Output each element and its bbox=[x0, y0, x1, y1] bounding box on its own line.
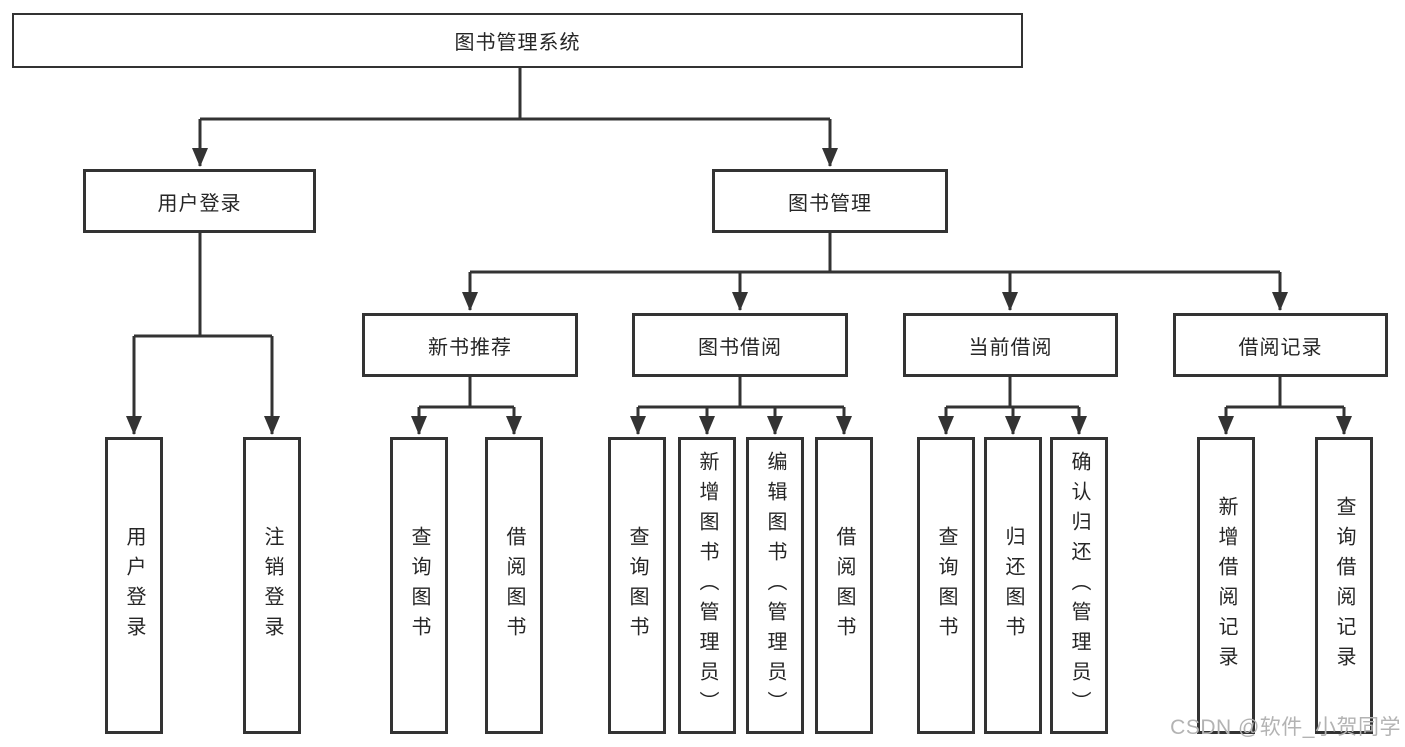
leaf-logout-label: 注销登录 bbox=[261, 525, 283, 646]
leaf-newbooks-borrow: 借阅图书 bbox=[485, 437, 543, 734]
leaf-current-confirm-return-label: 确认归还（管理员） bbox=[1068, 450, 1090, 721]
leaf-newbooks-borrow-label: 借阅图书 bbox=[503, 525, 525, 646]
leaf-logout: 注销登录 bbox=[243, 437, 301, 734]
leaf-borrow-edit-book: 编辑图书（管理员） bbox=[746, 437, 804, 734]
node-borrow-records-label: 借阅记录 bbox=[1238, 336, 1323, 359]
node-current-borrow: 当前借阅 bbox=[903, 313, 1118, 377]
leaf-user-login-label: 用户登录 bbox=[123, 525, 145, 646]
leaf-current-return: 归还图书 bbox=[984, 437, 1042, 734]
leaf-borrow-edit-book-label: 编辑图书（管理员） bbox=[764, 450, 786, 721]
csdn-watermark: CSDN @软件_小贺同学 bbox=[1170, 716, 1401, 739]
leaf-current-confirm-return: 确认归还（管理员） bbox=[1050, 437, 1108, 734]
leaf-newbooks-query-label: 查询图书 bbox=[408, 525, 430, 646]
leaf-current-query: 查询图书 bbox=[917, 437, 975, 734]
leaf-records-add-label: 新增借阅记录 bbox=[1215, 495, 1237, 676]
node-book-borrow-label: 图书借阅 bbox=[698, 336, 782, 359]
node-current-borrow-label: 当前借阅 bbox=[968, 336, 1053, 359]
leaf-records-query: 查询借阅记录 bbox=[1315, 437, 1373, 734]
node-root-label: 图书管理系统 bbox=[454, 32, 581, 54]
leaf-borrow-book-label: 借阅图书 bbox=[833, 525, 855, 646]
node-user-login: 用户登录 bbox=[83, 169, 316, 233]
leaf-borrow-book: 借阅图书 bbox=[815, 437, 873, 734]
leaf-borrow-add-book-label: 新增图书（管理员） bbox=[696, 450, 718, 721]
node-book-management: 图书管理 bbox=[712, 169, 948, 233]
node-new-book-recommend: 新书推荐 bbox=[362, 313, 578, 377]
leaf-borrow-query: 查询图书 bbox=[608, 437, 666, 734]
leaf-borrow-query-label: 查询图书 bbox=[626, 525, 648, 646]
node-book-borrow: 图书借阅 bbox=[632, 313, 848, 377]
node-user-login-label: 用户登录 bbox=[157, 192, 242, 215]
leaf-records-query-label: 查询借阅记录 bbox=[1333, 495, 1355, 676]
leaf-borrow-add-book: 新增图书（管理员） bbox=[678, 437, 736, 734]
node-borrow-records: 借阅记录 bbox=[1173, 313, 1388, 377]
node-new-book-recommend-label: 新书推荐 bbox=[428, 336, 512, 359]
leaf-records-add: 新增借阅记录 bbox=[1197, 437, 1255, 734]
leaf-current-return-label: 归还图书 bbox=[1002, 525, 1024, 646]
leaf-newbooks-query: 查询图书 bbox=[390, 437, 448, 734]
node-book-management-label: 图书管理 bbox=[788, 192, 872, 215]
node-root-system: 图书管理系统 bbox=[12, 13, 1023, 68]
leaf-current-query-label: 查询图书 bbox=[935, 525, 957, 646]
leaf-user-login: 用户登录 bbox=[105, 437, 163, 734]
